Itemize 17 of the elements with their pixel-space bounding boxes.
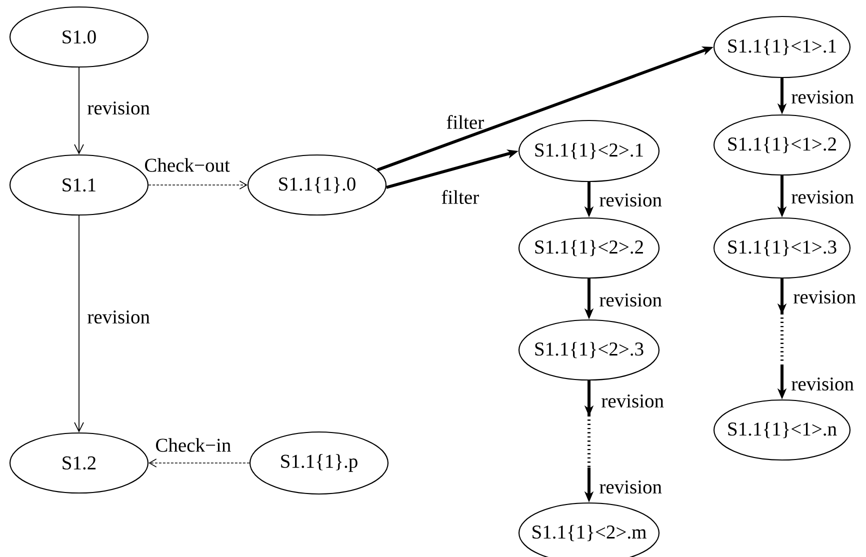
edge-label: revision xyxy=(602,394,664,408)
arrow xyxy=(74,67,84,154)
edge-label: revision xyxy=(792,190,854,204)
edge-label: revision xyxy=(88,101,150,115)
edge-label: revision xyxy=(794,290,856,304)
edge-label: revision xyxy=(600,193,662,207)
edge-label: revision xyxy=(792,90,854,104)
edge-label: filter xyxy=(446,115,484,129)
text-label: revision xyxy=(792,377,854,391)
text-label: revision xyxy=(600,480,662,494)
edge-label: Check−in xyxy=(156,438,231,452)
arrow xyxy=(148,458,250,468)
arrow xyxy=(74,215,84,432)
edge-label: revision xyxy=(600,293,662,307)
edge-label: filter xyxy=(442,190,479,204)
edge-label: revision xyxy=(88,310,150,324)
arrow xyxy=(148,180,248,190)
